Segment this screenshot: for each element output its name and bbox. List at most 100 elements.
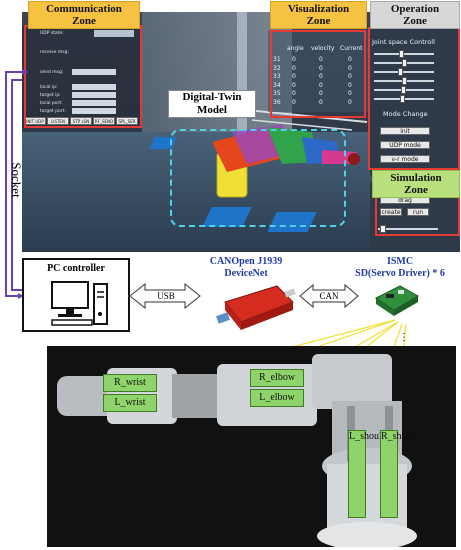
- robot-link-3: [267, 127, 317, 164]
- vis-cell-a: 0: [292, 90, 296, 97]
- can-arrow: [299, 283, 359, 309]
- computer-icon: [51, 281, 108, 326]
- joint-slider-knob[interactable]: [399, 50, 405, 58]
- vis-cell-a: 0: [292, 73, 296, 80]
- vis-cell-v: 0: [319, 81, 323, 89]
- vis-cell-a: 0: [292, 98, 296, 106]
- canopen-caption-text: CANOpen J1939 DeviceNet: [209, 256, 283, 279]
- simulation-zone-header: Simulation Zone: [372, 170, 460, 198]
- comm-label-receive: receive msg:: [40, 50, 69, 55]
- digital-twin-label-text: Digital-Twin Model: [182, 91, 242, 116]
- can-label: CAN: [319, 291, 339, 301]
- vis-cell-c: 0: [348, 98, 352, 106]
- vis-cell-v: 0: [319, 90, 323, 97]
- comm-label-local-port: local port:: [40, 101, 63, 106]
- comm-field-target-ip[interactable]: [72, 92, 116, 98]
- create-button[interactable]: create: [380, 208, 402, 216]
- can-adapter-device: [215, 285, 296, 330]
- joint-slider-knob[interactable]: [397, 68, 403, 76]
- servo-driver-device: [375, 285, 420, 316]
- visualization-panel: [268, 30, 368, 112]
- comm-label-local-ip: local ip:: [40, 85, 58, 90]
- vis-cell-c: 0: [348, 90, 352, 97]
- comm-label-udp-state: UDP state:: [40, 31, 64, 36]
- digital-twin-label: Digital-Twin Model: [168, 90, 256, 118]
- socket-arrow-top: [22, 69, 28, 75]
- vis-header-angle: angle: [287, 45, 304, 52]
- socket-arrow-bottom: [18, 293, 24, 299]
- scene-column: [237, 12, 247, 142]
- simulation-zone-label: Simulation Zone: [390, 172, 442, 196]
- vis-cell-v: 0: [319, 56, 323, 63]
- op-panel-title: Joint space Controll: [372, 38, 435, 46]
- comm-field-local-ip[interactable]: [72, 84, 116, 90]
- operation-panel: [370, 26, 460, 176]
- socket-line: [5, 71, 28, 297]
- comm-field-target-port[interactable]: [72, 108, 116, 114]
- comm-label-target-ip: target ip:: [40, 93, 61, 98]
- joint-label-r-elbow: R_elbow: [250, 369, 304, 387]
- visualization-zone-header: Visualization Zone: [270, 1, 367, 29]
- comm-label-send: send msg:: [40, 70, 64, 75]
- vis-cell-a: 0: [292, 81, 296, 89]
- vis-cell-a: 0: [292, 56, 296, 63]
- spl-ser-button[interactable]: SPL_SER: [116, 117, 138, 125]
- canopen-caption: CANOpen J1939 DeviceNet: [196, 256, 296, 280]
- more-indicator: ⋮: [399, 332, 409, 343]
- vis-cell-v: 0: [319, 98, 323, 106]
- vis-cell-id: 36: [273, 98, 281, 106]
- vis-cell-v: 0: [319, 64, 323, 72]
- pc-controller-label: PC controller: [47, 263, 105, 274]
- joint-slider-knob[interactable]: [402, 59, 407, 67]
- joint-slider-knob[interactable]: [402, 77, 407, 85]
- run-button[interactable]: run: [407, 208, 429, 216]
- vis-header-velocity: velocity: [311, 45, 335, 52]
- communication-zone-label: Communication Zone: [46, 3, 122, 27]
- comm-field-local-port[interactable]: [72, 100, 116, 106]
- comm-label-target-port: target port:: [40, 109, 66, 114]
- comm-field-send[interactable]: [72, 69, 116, 75]
- joint-label-r-wrist: R_wrist: [103, 374, 157, 392]
- operation-zone-header: Operation Zone: [370, 1, 460, 29]
- joint-label-l-elbow: L_elbow: [250, 389, 304, 407]
- vis-cell-c: 0: [348, 64, 352, 72]
- sim-slider-track[interactable]: [378, 228, 438, 230]
- mode-change-title: Mode Change: [383, 110, 428, 118]
- joint-slider-track[interactable]: [374, 71, 434, 73]
- vis-cell-id: 34: [273, 81, 281, 89]
- joint-label-r-shoulder: R_shoulder: [380, 430, 427, 518]
- vis-cell-v: 0: [319, 73, 323, 80]
- joint-slider-knob[interactable]: [400, 86, 406, 94]
- ismc-caption: ISMC SD(Servo Driver) * 6: [340, 256, 460, 280]
- vis-cell-id: 33: [273, 73, 281, 80]
- vis-cell-id: 31: [273, 56, 281, 63]
- vis-cell-c: 0: [348, 56, 352, 63]
- vis-header-current: Current: [340, 45, 363, 52]
- vis-cell-a: 0: [292, 64, 296, 72]
- usb-arrow: [129, 282, 201, 310]
- listen-button[interactable]: LISTEN: [47, 117, 69, 125]
- joint-label-l-wrist: L_wrist: [103, 394, 157, 412]
- socket-label: Socket: [9, 162, 24, 198]
- visualization-zone-label: Visualization Zone: [287, 3, 350, 27]
- robot-end-effector: [348, 153, 360, 165]
- init-button[interactable]: init: [380, 127, 430, 135]
- vis-cell-id: 35: [273, 90, 281, 97]
- vr-mode-button[interactable]: v-r mode: [380, 155, 430, 163]
- pc-controller-box: PC controller: [22, 258, 130, 332]
- operation-zone-label: Operation Zone: [390, 3, 440, 27]
- communication-zone-header: Communication Zone: [28, 1, 140, 29]
- joint-label-l-shoulder: L_shoulder: [348, 430, 395, 518]
- stop-listen-button[interactable]: STP LSN: [70, 117, 92, 125]
- visualization-zone-box: [270, 30, 366, 118]
- robot-rail: [251, 119, 353, 131]
- ismc-caption-text: ISMC SD(Servo Driver) * 6: [355, 256, 445, 279]
- vis-cell-c: 0: [348, 81, 352, 89]
- rf-send-button[interactable]: RF_SEND: [93, 117, 115, 125]
- comm-header-field: [94, 30, 134, 37]
- sim-slider-knob[interactable]: [380, 225, 386, 233]
- socket-line-inner: [11, 79, 22, 291]
- udp-mode-button[interactable]: UDP mode: [380, 141, 430, 149]
- joint-slider-knob[interactable]: [399, 95, 405, 103]
- twin-highlight: [170, 129, 346, 227]
